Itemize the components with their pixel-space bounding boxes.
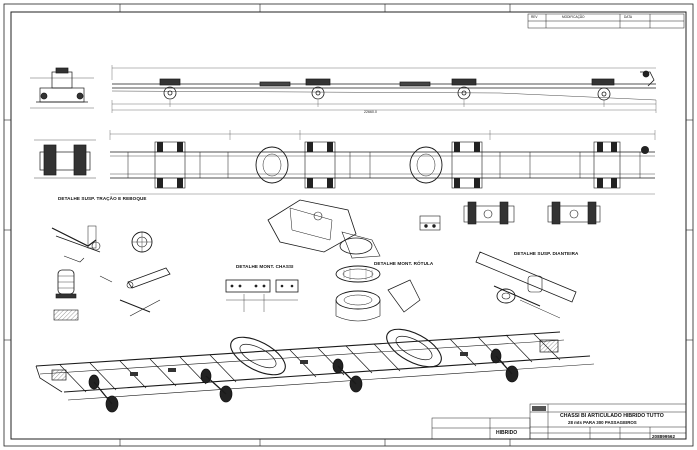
label-detail-chassis: DETALHE MONT. CHASSI (236, 264, 294, 269)
front-section-view (34, 139, 96, 179)
detail-traction-suspension (51, 225, 171, 321)
material-value: HIBRIDO (496, 430, 518, 436)
material-strip (431, 417, 531, 440)
title-block (529, 403, 687, 440)
detail-front-suspension (475, 251, 577, 319)
overall-length-dimension: 22660.0 (364, 110, 377, 114)
rev-col-date: DATA (624, 15, 633, 19)
chassis-top-view (109, 130, 656, 195)
label-detail-traction: DETALHE SUSP. TRAÇÃO E REBOQUE (58, 196, 147, 201)
rev-col-desc: MODIFICAÇÃO (562, 15, 585, 19)
revision-table (527, 13, 685, 29)
bracket-detail (419, 215, 441, 231)
chassis-side-view (111, 65, 657, 113)
rev-col-rev: REV (531, 15, 538, 19)
front-end-view (30, 67, 94, 109)
detail-chassis-mount (225, 279, 299, 312)
chassis-isometric (35, 328, 595, 413)
drawing-number: 208899562 (652, 434, 675, 439)
detail-rotula (267, 199, 421, 322)
axle-sections (463, 201, 601, 225)
label-detail-rotula: DETALHE MONT. RÓTULA (374, 261, 434, 266)
label-detail-front: DETALHE SUSP. DIANTEIRA (514, 251, 579, 256)
title-line-2: 28 mts PARA 300 PASSAGEIROS (568, 420, 637, 425)
title-line-1: CHASSI BI ARTICULADO HIBRIDO TUTTO (560, 413, 664, 419)
sheet-border (3, 3, 694, 447)
